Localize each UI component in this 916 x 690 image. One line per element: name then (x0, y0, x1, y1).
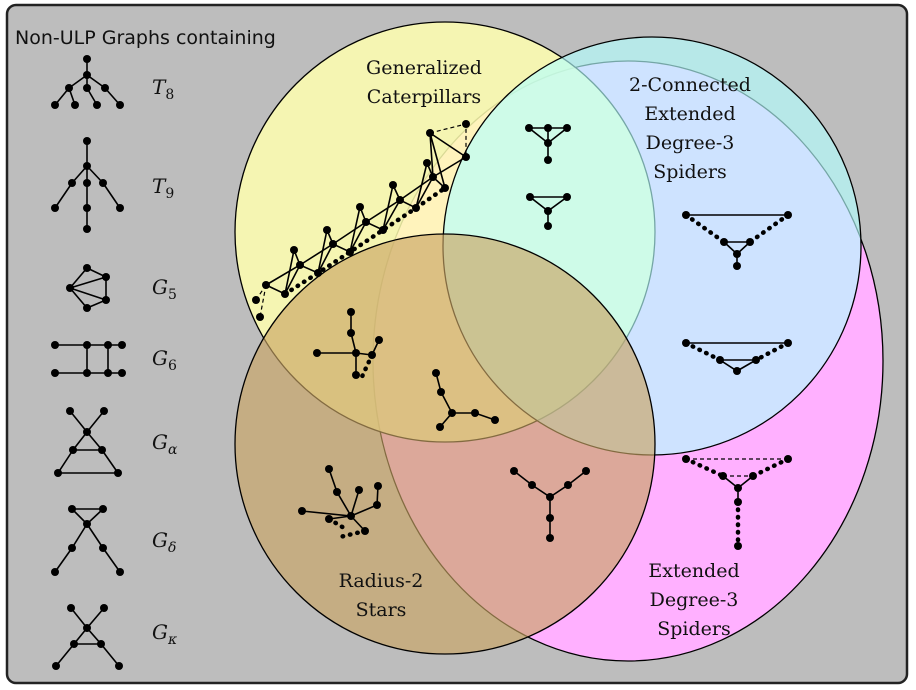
label-g5: G5 (152, 275, 177, 303)
stars-label-line1: Radius-2 (339, 570, 424, 592)
graph-connected-spider-1 (682, 211, 792, 270)
sidebar-title: Non-ULP Graphs containing (15, 27, 276, 49)
label-galpha: Gα (152, 430, 178, 458)
graph-t8 (51, 55, 124, 109)
connected-label-line3: Degree-3 (646, 132, 735, 154)
graph-center (432, 369, 499, 431)
graph-triangle-tail (526, 193, 571, 230)
caterpillars-label-line2: Caterpillars (367, 86, 481, 108)
graph-star-caterpillar (313, 308, 383, 384)
graph-g5 (66, 264, 110, 312)
graph-caterpillar (252, 120, 470, 321)
graph-extended-spider (682, 455, 792, 550)
graph-star-spider (510, 467, 590, 542)
label-t8: T8 (152, 75, 174, 103)
set-radius2-stars (234, 233, 656, 655)
label-gkappa: Gκ (152, 620, 177, 648)
graph-radius2-star (298, 465, 382, 540)
graph-t9 (51, 137, 124, 233)
graph-galpha (54, 407, 122, 477)
graph-gkappa (52, 604, 123, 670)
graph-gdelta (51, 505, 124, 576)
spiders-label-line1: Extended (648, 560, 739, 582)
label-gdelta: Gδ (152, 528, 176, 556)
caterpillars-label-line1: Generalized (366, 57, 482, 79)
label-t9: T9 (152, 174, 174, 202)
graph-connected-spider-2 (682, 339, 792, 375)
connected-label-line1: 2-Connected (629, 74, 751, 96)
graph-bowtie-top (525, 124, 571, 164)
connected-label-line2: Extended (644, 103, 735, 125)
graph-g6 (51, 341, 126, 377)
stars-label-line2: Stars (356, 599, 407, 621)
label-g6: G6 (152, 346, 177, 374)
spiders-label-line2: Degree-3 (650, 589, 739, 611)
connected-label-line4: Spiders (653, 161, 727, 183)
spiders-label-line3: Spiders (657, 618, 731, 640)
